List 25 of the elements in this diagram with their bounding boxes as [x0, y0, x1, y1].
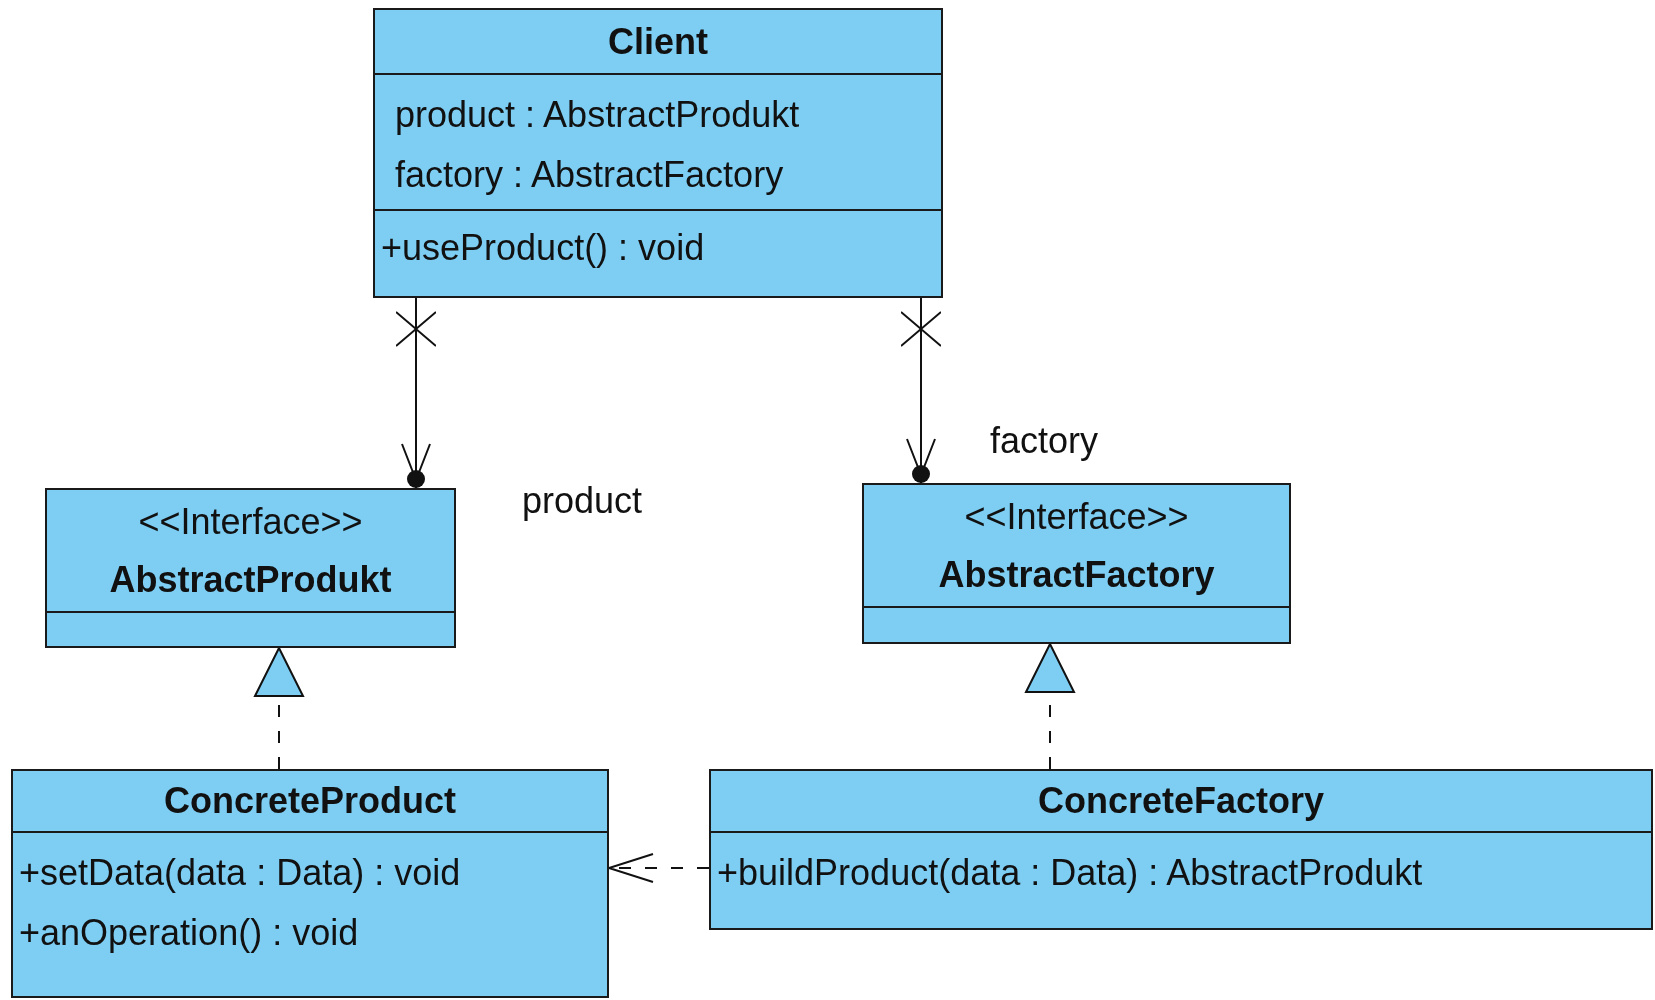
dashed-arrow	[608, 853, 710, 883]
stereotype-label: <<Interface>>	[137, 499, 364, 544]
class-box	[709, 769, 1653, 930]
class-name: ConcreteProduct	[162, 779, 457, 823]
class-box	[373, 8, 943, 298]
member-text: +setData(data : Data) : void	[19, 851, 462, 895]
class-name: AbstractProdukt	[108, 557, 393, 602]
member-text: +useProduct() : void	[381, 226, 706, 270]
class-name: ConcreteFactory	[1036, 779, 1326, 823]
class-box	[45, 488, 456, 648]
member-text: +buildProduct(data : Data) : AbstractProdukt	[717, 851, 1424, 895]
edge-label: product	[522, 481, 643, 521]
member-text: +anOperation() : void	[19, 911, 360, 955]
edge-label: factory	[990, 421, 1099, 461]
member-text: product : AbstractProdukt	[395, 93, 801, 137]
member-text: factory : AbstractFactory	[395, 153, 785, 197]
dashed-arrow	[254, 647, 304, 770]
class-box	[862, 483, 1291, 644]
class-box	[11, 769, 609, 998]
dashed-arrow	[1025, 643, 1075, 770]
association-arrow	[395, 297, 437, 489]
class-name: Client	[607, 19, 709, 64]
association-arrow	[900, 297, 942, 484]
class-name: AbstractFactory	[937, 552, 1216, 597]
stereotype-label: <<Interface>>	[963, 494, 1190, 539]
